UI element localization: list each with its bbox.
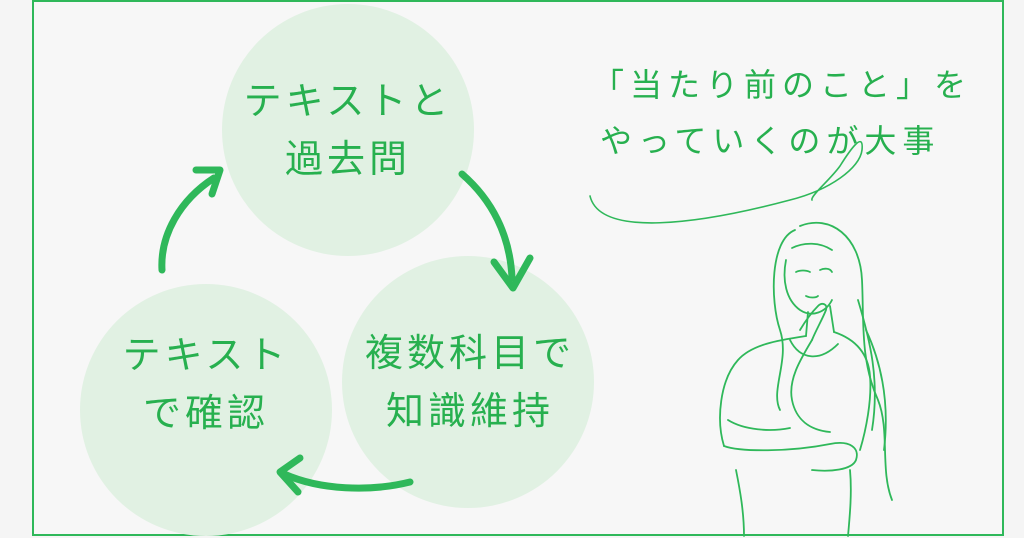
cycle-arrow-left bbox=[158, 166, 224, 274]
cycle-left-line1: テキスト bbox=[122, 333, 290, 377]
cycle-arrow-bottom bbox=[276, 454, 414, 496]
cycle-top-label: テキストと 過去問 bbox=[222, 72, 474, 188]
cycle-left-label: テキスト で確認 bbox=[86, 326, 326, 442]
speech-line1: 「当たり前のこと」を bbox=[592, 66, 973, 104]
frame-top-border bbox=[32, 0, 1004, 2]
circle-top bbox=[222, 4, 474, 256]
cycle-top-line2: 過去問 bbox=[284, 137, 411, 181]
cycle-right-label: 複数科目で 知識維持 bbox=[350, 324, 590, 440]
cycle-arrow-right bbox=[458, 170, 534, 292]
cycle-top-line1: テキストと bbox=[243, 79, 453, 123]
circle-left bbox=[80, 284, 332, 536]
speech-underline bbox=[589, 141, 863, 224]
cycle-right-line2: 知識維持 bbox=[385, 389, 554, 433]
circle-right bbox=[342, 256, 594, 508]
speech-line2: やっていくのが大事 bbox=[600, 122, 941, 160]
woman-thinking-illustration bbox=[719, 221, 893, 537]
cycle-right-line1: 複数科目で bbox=[364, 331, 575, 375]
cycle-left-line2: で確認 bbox=[142, 391, 269, 435]
